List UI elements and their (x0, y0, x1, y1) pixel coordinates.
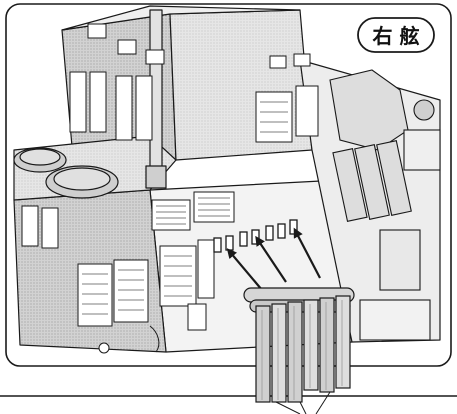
arrow-2 (255, 235, 287, 283)
assembly-arrows (226, 227, 321, 291)
tower-vents (69, 23, 319, 143)
vent-slats (82, 101, 288, 315)
starboard-label-badge: 右 舷 (357, 17, 435, 53)
parts-sprue (243, 287, 355, 403)
arrow-1 (226, 248, 263, 291)
deck-fittings (98, 303, 207, 354)
leader-lines (275, 391, 331, 414)
arrow-3 (293, 227, 321, 279)
launcher-assembly (329, 69, 441, 341)
starboard-label: 右 舷 (373, 24, 420, 48)
